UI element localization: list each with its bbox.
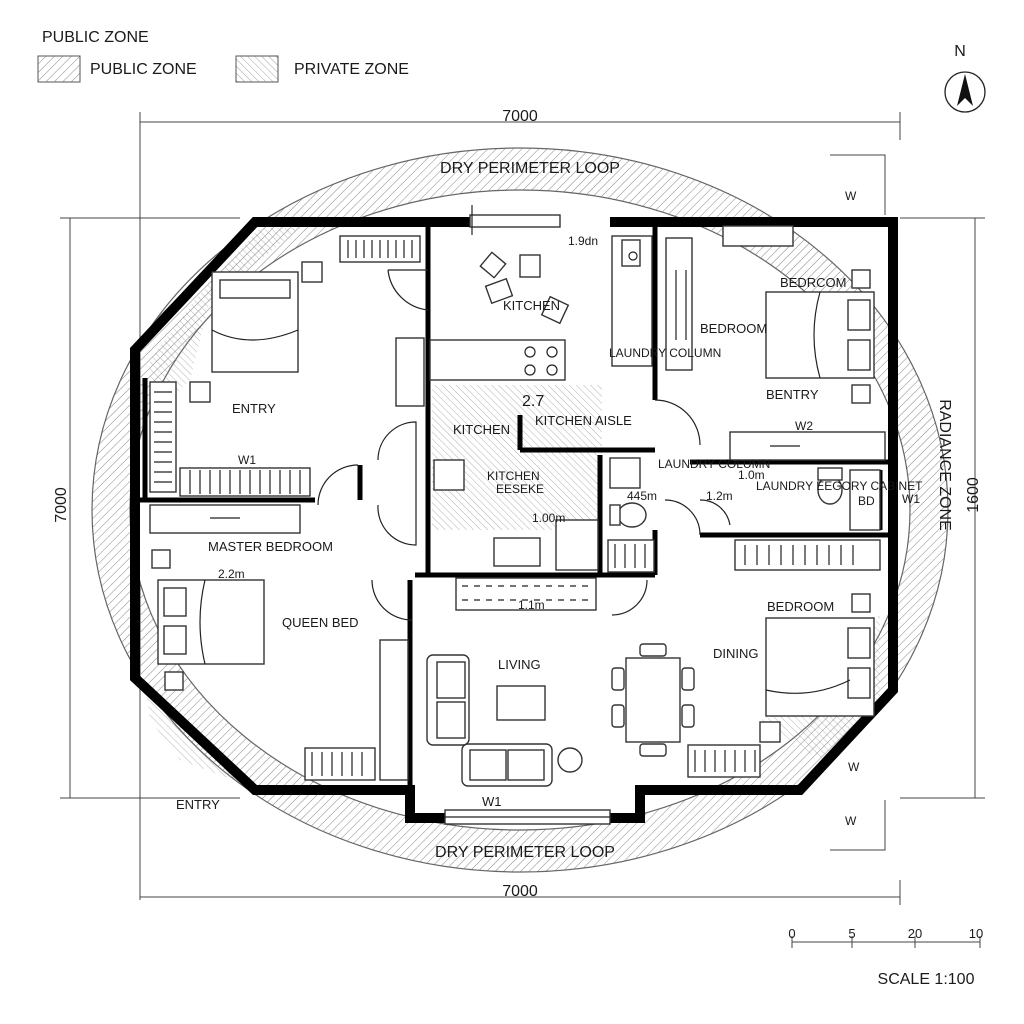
label-master-bedroom: MASTER BEDROOM [208, 539, 333, 554]
nightstand [189, 381, 211, 403]
legend-private-swatch [235, 55, 279, 83]
label-laundry-column-1: LAUNDRY COLUMN [609, 346, 721, 360]
dim-right: 1600 [965, 477, 982, 513]
coffee-table [496, 685, 546, 721]
nightstand [759, 721, 781, 743]
perimeter-label-right: RADIANCE ZONE [936, 399, 953, 531]
label-bentry: BENTRY [766, 387, 819, 402]
label-kitchen-center-sub: EESEKE [496, 482, 544, 496]
label-bedroom-ne-a: BEDRCOM [780, 275, 846, 290]
label-living: LIVING [498, 657, 541, 672]
perimeter-label-top: DRY PERIMETER LOOP [440, 160, 620, 177]
label-master-dim: 2.2m [218, 567, 245, 581]
closets [149, 225, 886, 781]
label-dim-1-9: 1.9dn [568, 234, 598, 248]
scale-tick-3: 10 [969, 926, 983, 941]
bed-ne [765, 291, 875, 379]
scale-tick-0: 0 [788, 926, 795, 941]
nightstand [301, 261, 323, 283]
nightstand [164, 671, 184, 691]
w-mark-east-bottom: W [845, 814, 857, 828]
room-labels: KITCHEN LAUNDRY COLUMN 1.9dn BEDRCOM BED… [176, 234, 923, 812]
label-dining: DINING [713, 646, 759, 661]
label-laundry-dim-a: 445m [627, 489, 657, 503]
dim-top: 7000 [502, 108, 538, 125]
legend-public-swatch [37, 55, 81, 83]
legend: PUBLIC ZONE PUBLIC ZONE PRIVATE ZONE [37, 29, 409, 83]
side-table [557, 747, 583, 773]
legend-private-label: PRIVATE ZONE [294, 61, 409, 78]
interior-walls [140, 225, 888, 790]
label-kitchen: KITCHEN [503, 298, 560, 313]
label-queen-bed: QUEEN BED [282, 615, 359, 630]
label-laundry-cabinet: LAUNDRY EEGORY CABINET [756, 479, 923, 493]
beds [151, 261, 875, 743]
cooktop [524, 346, 558, 376]
scale-label: SCALE 1:100 [878, 971, 975, 988]
north-arrow: N [944, 43, 986, 113]
kitchen-sink-icon [493, 537, 541, 567]
label-entry-nw: ENTRY [232, 401, 276, 416]
zone-fills [145, 228, 880, 790]
kitchen-fixtures [429, 235, 881, 571]
label-kitchen-dim: 2.7 [522, 393, 544, 410]
scale-tick-1: 5 [848, 926, 855, 941]
label-w-east: W [848, 760, 860, 774]
nightstand [151, 549, 171, 569]
doors [317, 269, 731, 621]
nightstand [851, 269, 871, 289]
dim-bottom: 7000 [502, 883, 538, 900]
scale-bar: 0 5 20 10 SCALE 1:100 [788, 926, 983, 988]
bed-master [157, 579, 265, 665]
kitchen-island-set [479, 251, 570, 325]
legend-heading: PUBLIC ZONE [42, 29, 149, 46]
bd-box [849, 469, 881, 531]
label-w2: W2 [795, 419, 813, 433]
north-arrow-icon [957, 74, 973, 106]
dimension-lines: 7000 7000 7000 1600 W W [53, 108, 985, 905]
windows [444, 205, 611, 825]
label-entry-sw: ENTRY [176, 797, 220, 812]
nightstand [851, 384, 871, 404]
bed-se [765, 617, 875, 717]
label-corridor-dim: 1.1m [518, 598, 545, 612]
perimeter-label-bottom: DRY PERIMETER LOOP [435, 844, 615, 861]
label-laundry-dim-b: 1.2m [706, 489, 733, 503]
label-dim-1-00: 1.00m [532, 511, 565, 525]
north-label: N [954, 43, 966, 60]
label-kitchen-west: KITCHEN [453, 422, 510, 437]
compass-icon [944, 71, 986, 113]
label-w1-east: W1 [902, 492, 920, 506]
bed-nw [211, 271, 299, 373]
toilet-icon [617, 502, 647, 528]
nightstand [851, 593, 871, 613]
label-kitchen-center: KITCHEN [487, 469, 540, 483]
sink-icon [433, 459, 465, 491]
label-laundry-dim-c: 1.0m [738, 468, 765, 482]
legend-public-label: PUBLIC ZONE [90, 61, 197, 78]
label-laundry-column-2: LAUNDRY COLUMN [658, 457, 770, 471]
label-kitchen-aisle: KITCHEN AISLE [535, 413, 632, 428]
label-bd: BD [858, 494, 875, 508]
label-w1-south: W1 [482, 794, 502, 809]
w-mark-east-top: W [845, 189, 857, 203]
label-w1-nw: W1 [238, 453, 256, 467]
dim-left: 7000 [53, 487, 70, 523]
label-bedroom-se: BEDROOM [767, 599, 834, 614]
living-furniture [426, 643, 695, 787]
label-bedroom-ne-b: BEDROOM [700, 321, 767, 336]
scale-tick-2: 20 [908, 926, 922, 941]
dining-set [611, 643, 695, 757]
